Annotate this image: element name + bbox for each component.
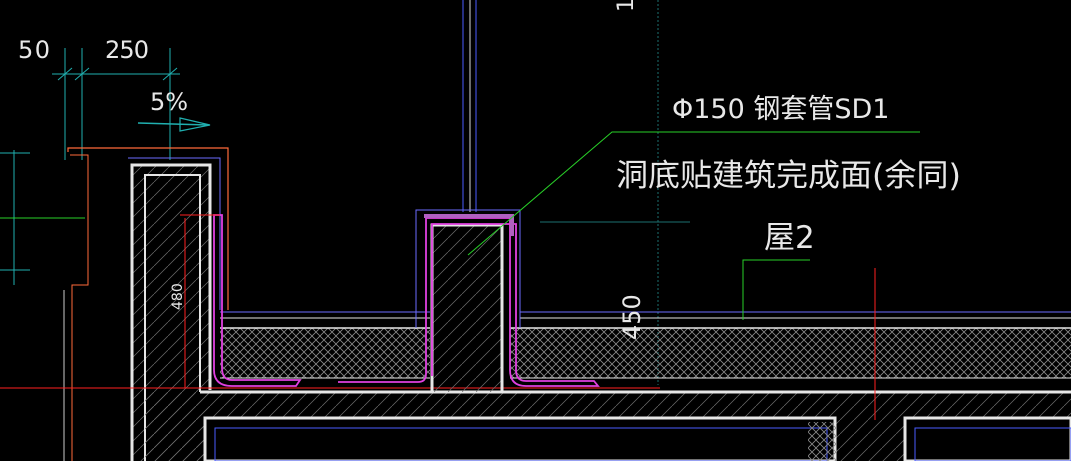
slope-arrow bbox=[137, 117, 211, 132]
middle-upstand bbox=[415, 209, 521, 392]
waterproof-membrane bbox=[213, 214, 600, 387]
partial-top-text: 1 bbox=[614, 0, 639, 12]
dimension-450-label: 450 bbox=[618, 294, 646, 340]
vertical-pipe-lines bbox=[462, 0, 659, 385]
dimension-250-label: 250 bbox=[105, 36, 149, 64]
slope-label: 5% bbox=[150, 88, 188, 116]
dimension-50-label: 50 bbox=[18, 36, 50, 64]
left-dimension-lines bbox=[0, 48, 180, 285]
parapet-purple-layer bbox=[128, 157, 221, 310]
parapet-outline bbox=[63, 147, 229, 461]
dimension-480-label: 480 bbox=[170, 283, 186, 310]
datum-lines bbox=[180, 214, 876, 420]
roof-insulation-layer bbox=[220, 311, 1071, 379]
hole-bottom-note: 洞底贴建筑完成面(余同) bbox=[616, 158, 961, 194]
sleeve-spec-label: Φ150 钢套管SD1 bbox=[672, 94, 889, 125]
leader-lines bbox=[467, 131, 920, 320]
roof-label: 屋2 bbox=[764, 220, 815, 256]
roof-slab bbox=[0, 387, 1071, 461]
